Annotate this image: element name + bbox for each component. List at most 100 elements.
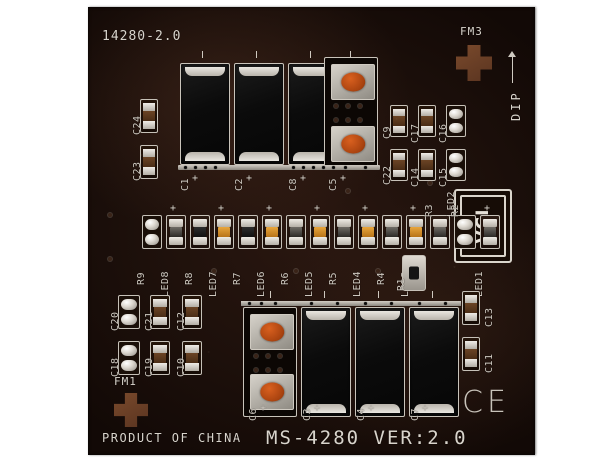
resistor-r2 [454, 215, 476, 249]
led-4 [358, 215, 378, 249]
capacitor-c22 [390, 149, 408, 181]
polarity-c4: + [368, 403, 376, 414]
capacitor-c5 [324, 57, 378, 169]
polarity-c7: + [422, 403, 430, 414]
capacitor-c15 [446, 149, 466, 181]
ref-c24: C24 [132, 115, 143, 135]
ref-led6: LED6 [256, 270, 267, 297]
capacitor-c20 [118, 295, 140, 329]
ref-led5: LED5 [304, 270, 315, 297]
led-5 [310, 215, 330, 249]
capacitor-c6 [243, 307, 297, 417]
polarity-c2: + [246, 173, 254, 184]
ref-c7: C7 [410, 407, 421, 421]
ref-r6: R6 [280, 271, 291, 285]
ref-r3: R3 [424, 203, 435, 217]
orange-electrolytic-c6-bottom [250, 374, 294, 410]
ref-c21: C21 [144, 311, 155, 331]
resistor-r6 [286, 215, 306, 249]
capacitor-c4 [355, 307, 405, 417]
capacitor-c23 [140, 145, 158, 179]
polarity-c1: + [192, 173, 200, 184]
ref-r7: R7 [232, 271, 243, 285]
ref-c23: C23 [132, 161, 143, 181]
capacitor-c1 [180, 63, 230, 165]
capacitor-c18 [118, 341, 140, 375]
dip-arrow-icon [508, 51, 516, 57]
ref-c12: C12 [176, 311, 187, 331]
capacitor-c21 [150, 295, 170, 329]
orange-electrolytic-c6-top [250, 314, 294, 350]
ref-c14: C14 [410, 167, 421, 187]
ref-c3: C3 [302, 407, 313, 421]
ref-c4: C4 [356, 407, 367, 421]
ref-c15: C15 [438, 167, 449, 187]
capacitor-c9 [390, 105, 408, 137]
ref-c13: C13 [484, 307, 495, 327]
ref-c6: C6 [248, 407, 259, 421]
polarity-led7: + [218, 203, 226, 214]
polarity-led4: + [362, 203, 370, 214]
ref-c8: C8 [288, 177, 299, 191]
ref-r4: R4 [376, 271, 387, 285]
ref-c17: C17 [410, 123, 421, 143]
ref-led7: LED7 [208, 270, 219, 297]
diode-r1 [402, 255, 426, 291]
ref-r2: R2 [450, 203, 461, 217]
ref-c2: C2 [234, 177, 245, 191]
polarity-c6: + [260, 403, 268, 414]
dip-orientation-label: DIP [509, 90, 523, 121]
ref-c20: C20 [110, 311, 121, 331]
capacitor-c16 [446, 105, 466, 137]
dip-arrow-line [511, 57, 513, 83]
polarity-led6: + [266, 203, 274, 214]
capacitor-c13 [462, 291, 480, 325]
model-version-label: MS-4280 VER:2.0 [266, 427, 468, 449]
orange-electrolytic-bottom [331, 126, 375, 162]
ref-c9: C9 [382, 125, 393, 139]
product-of-china-label: PRODUCT OF CHINA [102, 431, 242, 445]
ref-r5: R5 [328, 271, 339, 285]
bottom-cap-pad-rail [241, 301, 461, 306]
ref-led8: LED8 [160, 270, 171, 297]
ref-r8: R8 [184, 271, 195, 285]
pcb-board: 14280-2.0 FM3 DIP [88, 7, 535, 455]
led-7 [214, 215, 234, 249]
mounting-pad-fm3 [453, 42, 495, 84]
capacitor-c3 [301, 307, 351, 417]
polarity-c5: + [340, 173, 348, 184]
capacitor-c17 [418, 105, 436, 137]
resistor-r3 [430, 215, 450, 249]
ref-led4: LED4 [352, 270, 363, 297]
resistor-r9 [142, 215, 162, 249]
capacitor-c24 [140, 99, 158, 133]
polarity-led1: + [484, 203, 492, 214]
capacitor-c11 [462, 337, 480, 371]
ref-c22: C22 [382, 165, 393, 185]
mounting-pad-fm1 [111, 390, 151, 430]
resistor-r7 [238, 215, 258, 249]
ref-c11: C11 [484, 353, 495, 373]
capacitor-c14 [418, 149, 436, 181]
capacitor-c10 [182, 341, 202, 375]
board-part-number: 14280-2.0 [102, 29, 182, 44]
ref-c19: C19 [144, 357, 155, 377]
ref-c5: C5 [328, 177, 339, 191]
ref-c10: C10 [176, 357, 187, 377]
polarity-led8: + [170, 203, 178, 214]
polarity-led5: + [314, 203, 322, 214]
led-3 [406, 215, 426, 249]
capacitor-c19 [150, 341, 170, 375]
resistor-r5 [334, 215, 354, 249]
ref-r1: R1 [396, 277, 407, 291]
capacitor-c12 [182, 295, 202, 329]
fm1-label: FM1 [114, 375, 137, 388]
polarity-c8: + [300, 173, 308, 184]
ref-c1: C1 [180, 177, 191, 191]
fm3-label: FM3 [460, 25, 483, 38]
resistor-r4 [382, 215, 402, 249]
top-cap-pad-rail [178, 165, 380, 170]
ce-mark: CE [462, 385, 510, 420]
led-6 [262, 215, 282, 249]
